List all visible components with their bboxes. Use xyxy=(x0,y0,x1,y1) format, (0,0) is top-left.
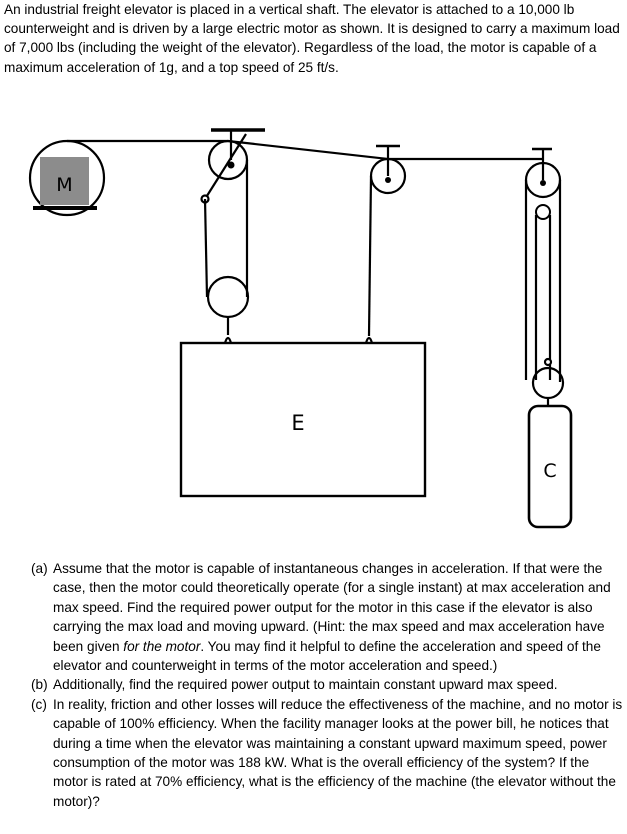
motor-body xyxy=(40,157,89,205)
counterweight xyxy=(527,404,573,529)
question-text: In reality, friction and other losses wi… xyxy=(53,696,623,809)
movable-pulley-1 xyxy=(206,275,250,319)
question-b: (b) Additionally, find the required powe… xyxy=(31,675,627,694)
elevator-car xyxy=(179,341,427,498)
counterweight-label: C xyxy=(543,460,556,482)
question-a: (a) Assume that the motor is capable of … xyxy=(31,559,627,675)
motor-label: M xyxy=(56,174,72,196)
question-letter: (b) xyxy=(31,677,48,693)
question-text: Additionally, find the required power ou… xyxy=(53,677,558,693)
pulley-diagram: M E C xyxy=(28,128,573,529)
question-text: Assume that the motor is capable of inst… xyxy=(53,561,611,674)
problem-intro: An industrial freight elevator is placed… xyxy=(4,2,620,75)
question-letter: (c) xyxy=(31,696,47,712)
fixed-pulley-1 xyxy=(207,139,249,181)
question-list: (a) Assume that the motor is capable of … xyxy=(31,559,627,811)
question-letter: (a) xyxy=(31,561,48,576)
emphasis-text: for the motor xyxy=(123,638,201,654)
movable-pulley-3 xyxy=(531,366,565,400)
question-c: (c) In reality, friction and other losse… xyxy=(31,695,627,811)
elevator-label: E xyxy=(291,411,304,435)
